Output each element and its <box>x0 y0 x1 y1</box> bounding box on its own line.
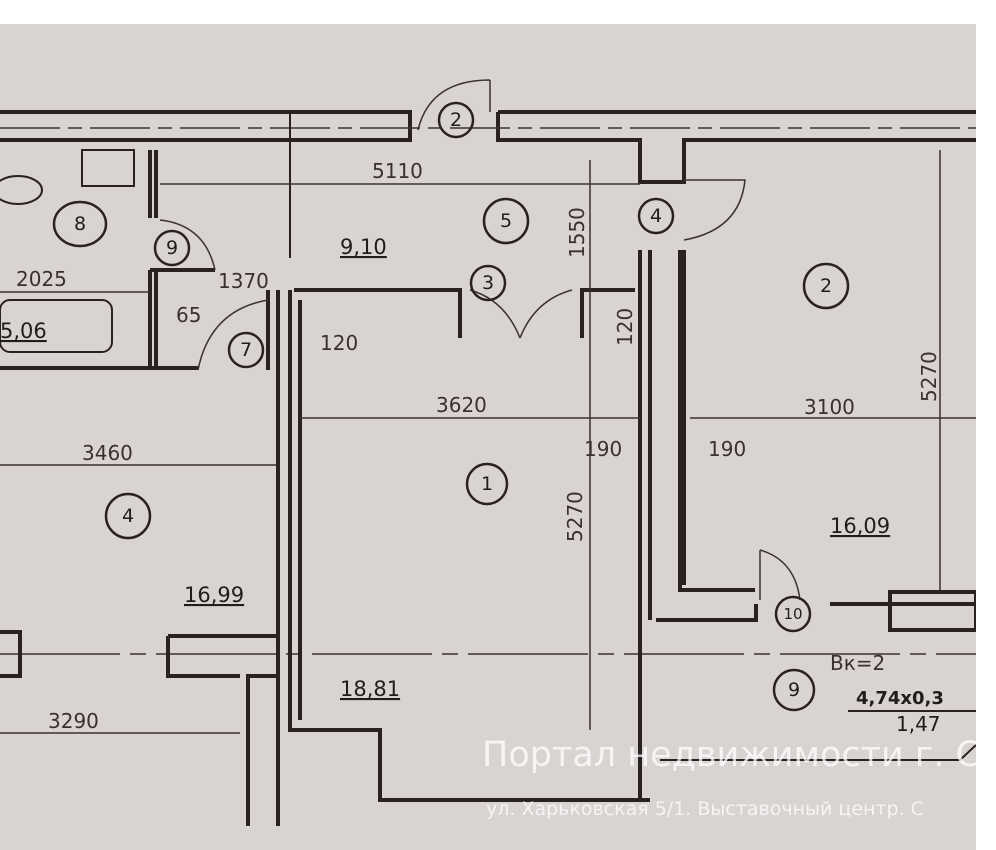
balcony-wall <box>656 590 976 632</box>
bathtub <box>0 299 113 353</box>
room-marker-4: 4 <box>104 492 152 540</box>
svg-text:7: 7 <box>240 339 252 361</box>
watermark-address: ул. Харьковская 5/1. Выставочный центр. … <box>486 798 924 820</box>
dimension: 3290 <box>48 709 99 733</box>
door-swing <box>159 219 216 271</box>
svg-text:10: 10 <box>783 605 802 623</box>
room-marker-1: 1 <box>465 462 509 506</box>
door-marker-2: 2 <box>437 101 475 139</box>
svg-text:9: 9 <box>166 237 178 259</box>
dimension: 3100 <box>804 395 855 419</box>
door-swing <box>197 299 269 371</box>
room-marker-9: 9 <box>772 668 816 712</box>
room-marker-8: 8 <box>52 200 108 248</box>
balcony-note: Вк=2 <box>830 651 885 675</box>
floor-plan: 1 2 4 5 8 9 2 3 4 7 9 10 18,81 16,09 16,… <box>0 24 980 850</box>
outer-wall <box>0 110 412 142</box>
dimension: 190 <box>708 437 746 461</box>
room-9-area: 1,47 <box>896 712 941 736</box>
watermark-title: Портал недвижимости г. С <box>482 735 980 775</box>
door-swing <box>417 79 491 131</box>
balcony-calc: 4,74x0,3 <box>856 688 944 709</box>
svg-text:4: 4 <box>122 505 134 527</box>
room-8-area: 5,06 <box>0 319 47 343</box>
svg-text:2: 2 <box>450 109 462 131</box>
room-marker-2: 2 <box>802 262 850 310</box>
door-swing <box>469 289 573 339</box>
door-swing <box>683 179 746 241</box>
dimension: 5270 <box>917 351 941 402</box>
wall <box>148 268 215 370</box>
dimension: 120 <box>613 308 637 346</box>
wall <box>0 630 280 826</box>
door-marker-4: 4 <box>637 197 675 235</box>
room-5-area: 9,10 <box>340 235 387 259</box>
sink <box>81 149 135 187</box>
dimension: 3620 <box>436 393 487 417</box>
svg-text:8: 8 <box>74 213 86 235</box>
dimension: 1550 <box>565 207 589 258</box>
svg-text:9: 9 <box>788 679 800 701</box>
dimension: 190 <box>584 437 622 461</box>
balcony-rail <box>660 744 976 761</box>
svg-text:1: 1 <box>481 473 493 495</box>
dimension: 5270 <box>563 491 587 542</box>
dimension: 65 <box>176 303 201 327</box>
outer-wall <box>496 110 976 184</box>
room-marker-5: 5 <box>482 197 530 245</box>
room-4-area: 16,99 <box>184 583 244 607</box>
toilet <box>0 175 43 205</box>
door-marker-3: 3 <box>469 264 507 302</box>
floor-plan-drawing: 1 2 4 5 8 9 2 3 4 7 9 10 18,81 16,09 16,… <box>0 79 976 826</box>
dimension: 3460 <box>82 441 133 465</box>
svg-text:3: 3 <box>482 272 494 294</box>
dimension: 1370 <box>218 269 269 293</box>
wall <box>288 290 650 802</box>
room-1-area: 18,81 <box>340 677 400 701</box>
room-2-area: 16,09 <box>830 514 890 538</box>
svg-text:4: 4 <box>650 205 662 227</box>
dimension: 2025 <box>16 267 67 291</box>
svg-text:5: 5 <box>500 210 512 232</box>
svg-text:2: 2 <box>820 275 832 297</box>
door-marker-7: 7 <box>227 331 265 369</box>
wall <box>148 150 158 218</box>
dimension: 120 <box>320 331 358 355</box>
wall <box>294 288 635 338</box>
door-marker-10: 10 <box>774 595 812 633</box>
dimension: 5110 <box>372 159 423 183</box>
door-swing <box>759 549 801 601</box>
wall <box>638 250 755 800</box>
door-marker-9: 9 <box>153 229 191 267</box>
